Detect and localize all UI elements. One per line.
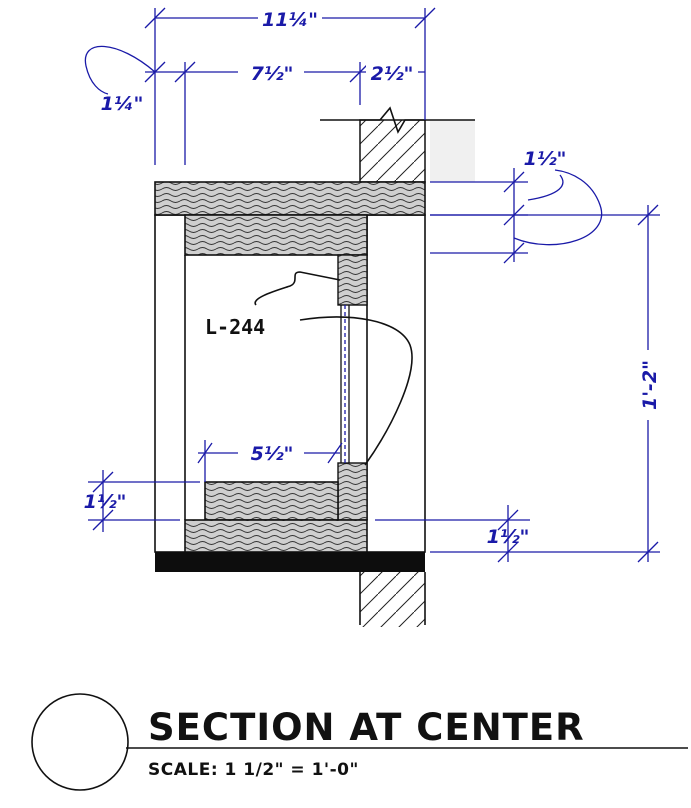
scale-text: SCALE: 1 1/2" = 1'-0" [148,760,359,780]
upper-stop [337,254,368,306]
dim-inner-width: 7½" [145,60,425,165]
title-block: SECTION AT CENTER SCALE: 1 1/2" = 1'-0" [31,693,688,791]
sill-board [204,481,339,521]
height-text: 1'-2" [639,360,661,410]
dim-left-offset: 1¼" [84,45,166,115]
overall-width-text: 11¼" [262,9,318,31]
bottom-board [184,519,368,553]
wall-lower [359,572,426,627]
top-cap-board [154,181,426,216]
wall-width-text: 2½" [371,63,414,85]
dim-overall-width: 11¼" [144,6,436,165]
part-label: L-244 [205,271,413,466]
section-title: SECTION AT CENTER [148,706,585,749]
inner-width-text: 7½" [251,63,294,85]
part-label-text: L-244 [205,315,265,339]
wall-upper [320,106,475,183]
base-strip [155,552,425,572]
sill-width-text: 5½" [251,443,294,465]
dim-wall-width: 2½" [366,60,418,85]
lower-stop [337,462,368,521]
top-board-text: 1½" [524,148,567,170]
bottom-board-text: 1½" [487,526,530,548]
detail-bubble [31,693,129,791]
left-offset-text: 1¼" [101,93,144,115]
dim-sill-thickness: 1½" [84,470,200,532]
sill-thickness-text: 1½" [84,491,127,513]
dim-sill-width: 5½" [197,440,343,482]
dim-bottom-board: 1½" [375,505,530,563]
inner-top-board [184,214,368,256]
dim-height: 1'-2" [430,204,661,563]
glass-pane [340,305,350,463]
